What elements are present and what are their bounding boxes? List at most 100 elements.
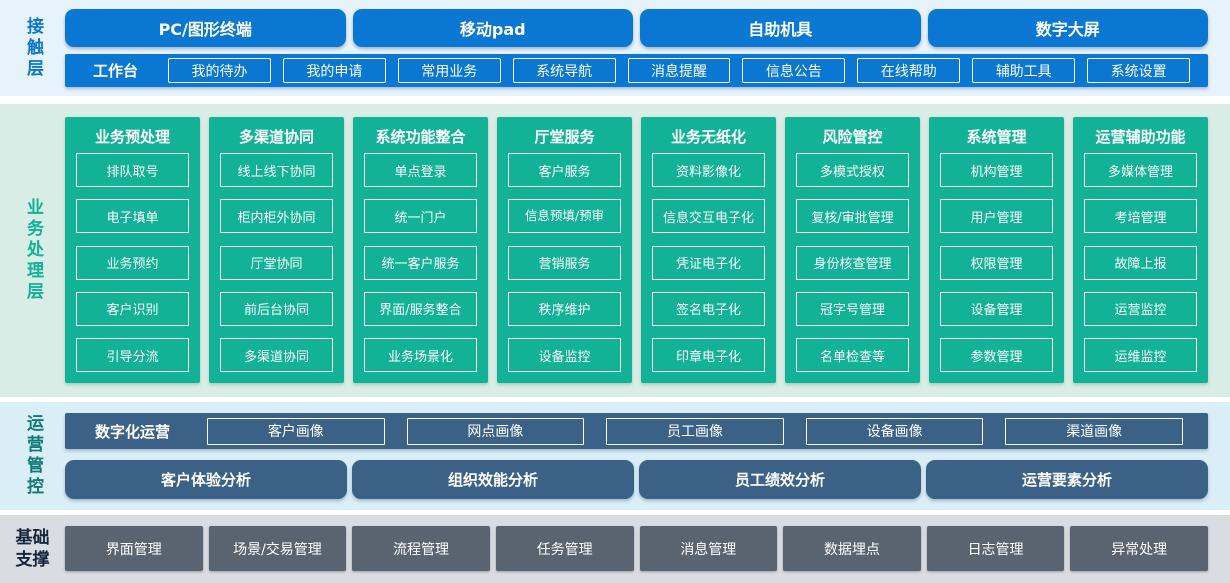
column-title: 系统功能整合 (375, 128, 466, 146)
operations-layer-section: 运营管控 数字化运营 客户画像 网点画像 员工画像 设备画像 渠道画像 客户体验… (0, 402, 1230, 510)
analysis-org-efficiency[interactable]: 组织效能分析 (352, 460, 634, 499)
module-queue-number[interactable]: 排队取号 (76, 153, 189, 187)
base-log-mgmt[interactable]: 日志管理 (926, 526, 1065, 571)
portrait-customer[interactable]: 客户画像 (207, 417, 385, 445)
operations-layer-label-area: 运营管控 (0, 402, 65, 510)
base-row: 界面管理 场景/交易管理 流程管理 任务管理 消息管理 数据埋点 日志管理 异常… (65, 515, 1208, 571)
wb-system-settings[interactable]: 系统设置 (1087, 58, 1191, 83)
base-scene-trade-mgmt[interactable]: 场景/交易管理 (208, 526, 347, 571)
terminal-self-service[interactable]: 自助机具 (640, 9, 921, 47)
wb-my-todo[interactable]: 我的待办 (168, 58, 271, 83)
wb-message-remind[interactable]: 消息提醒 (627, 58, 731, 83)
module-customer-recognition[interactable]: 客户识别 (76, 291, 189, 326)
module-multi-mode-authorization[interactable]: 多模式授权 (796, 153, 909, 187)
module-training-mgmt[interactable]: 考培管理 (1084, 199, 1197, 234)
module-multi-channel-synergy[interactable]: 多渠道协同 (220, 338, 333, 372)
module-e-form[interactable]: 电子填单 (76, 199, 189, 234)
module-unified-customer-service[interactable]: 统一客户服务 (364, 245, 477, 280)
module-hall-synergy[interactable]: 厅堂协同 (220, 245, 333, 280)
column-title: 业务预处理 (94, 128, 170, 146)
terminal-pc-graphic[interactable]: PC/图形终端 (65, 9, 346, 47)
base-data-tracking[interactable]: 数据埋点 (783, 526, 921, 571)
module-device-mgmt[interactable]: 设备管理 (940, 291, 1053, 326)
contact-layer-label-area: 接触层 (0, 0, 65, 96)
portrait-device[interactable]: 设备画像 (805, 417, 984, 445)
module-unified-portal[interactable]: 统一门户 (364, 199, 477, 234)
column-title: 业务无纸化 (670, 128, 746, 146)
base-process-mgmt[interactable]: 流程管理 (352, 526, 490, 571)
module-operation-monitor[interactable]: 运营监控 (1084, 291, 1197, 326)
workbench-label: 工作台 (93, 62, 139, 80)
digital-ops-bar: 数字化运营 客户画像 网点画像 员工画像 设备画像 渠道画像 (65, 413, 1208, 449)
module-guide-diversion[interactable]: 引导分流 (76, 338, 189, 372)
module-business-scenario[interactable]: 业务场景化 (364, 338, 477, 372)
module-marketing-service[interactable]: 营销服务 (508, 245, 621, 280)
column-title: 风险管控 (822, 128, 883, 146)
col-hall-service: 厅堂服务 客户服务 信息预填/预审 营销服务 秩序维护 设备监控 (497, 117, 632, 383)
module-info-prefill-preaudit[interactable]: 信息预填/预审 (508, 199, 621, 234)
base-message-mgmt[interactable]: 消息管理 (639, 526, 778, 571)
col-system-integration: 系统功能整合 单点登录 统一门户 统一客户服务 界面/服务整合 业务场景化 (353, 117, 488, 383)
column-title: 厅堂服务 (534, 128, 595, 146)
base-layer-section: 基础支撑 界面管理 场景/交易管理 流程管理 任务管理 消息管理 数据埋点 日志… (0, 515, 1230, 583)
portrait-channel[interactable]: 渠道画像 (1005, 417, 1183, 445)
portrait-employee[interactable]: 员工画像 (606, 417, 784, 445)
base-ui-mgmt[interactable]: 界面管理 (65, 526, 203, 571)
module-org-mgmt[interactable]: 机构管理 (940, 153, 1053, 187)
module-device-monitor[interactable]: 设备监控 (508, 338, 621, 372)
module-voucher-electronic[interactable]: 凭证电子化 (652, 245, 765, 280)
workbench-bar: 工作台 我的待办 我的申请 常用业务 系统导航 消息提醒 信息公告 在线帮助 辅… (65, 54, 1208, 87)
wb-info-notice[interactable]: 信息公告 (742, 58, 846, 83)
column-title: 系统管理 (966, 128, 1027, 146)
business-layer-section: 业务处理层 业务预处理 排队取号 电子填单 业务预约 客户识别 引导分流 多渠道… (0, 104, 1230, 397)
base-exception-handling[interactable]: 异常处理 (1070, 526, 1208, 571)
module-document-imaging[interactable]: 资料影像化 (652, 153, 765, 187)
base-layer-label: 基础支撑 (15, 527, 50, 570)
wb-my-apply[interactable]: 我的申请 (282, 58, 386, 83)
module-list-check[interactable]: 名单检查等 (796, 338, 909, 372)
contact-layer-label: 接触层 (23, 16, 43, 80)
module-serial-number-mgmt[interactable]: 冠字号管理 (796, 291, 909, 326)
module-multimedia-mgmt[interactable]: 多媒体管理 (1084, 153, 1197, 187)
module-parameter-mgmt[interactable]: 参数管理 (940, 338, 1053, 372)
module-online-offline-synergy[interactable]: 线上线下协同 (220, 153, 333, 187)
col-multi-channel: 多渠道协同 线上线下协同 柜内柜外协同 厅堂协同 前后台协同 多渠道协同 (209, 117, 344, 383)
base-layer-label-area: 基础支撑 (0, 515, 65, 583)
module-user-mgmt[interactable]: 用户管理 (940, 199, 1053, 234)
terminal-mobile-pad[interactable]: 移动pad (352, 9, 633, 47)
terminal-row: PC/图形终端 移动pad 自助机具 数字大屏 (65, 0, 1208, 47)
module-fault-report[interactable]: 故障上报 (1084, 245, 1197, 280)
module-seal-electronic[interactable]: 印章电子化 (652, 338, 765, 372)
analysis-employee-performance[interactable]: 员工绩效分析 (639, 460, 921, 499)
module-info-exchange-electronic[interactable]: 信息交互电子化 (652, 199, 765, 234)
col-ops-aux: 运营辅助功能 多媒体管理 考培管理 故障上报 运营监控 运维监控 (1073, 117, 1208, 383)
terminal-digital-screen[interactable]: 数字大屏 (927, 9, 1208, 47)
col-business-preprocess: 业务预处理 排队取号 电子填单 业务预约 客户识别 引导分流 (65, 117, 200, 383)
wb-aux-tools[interactable]: 辅助工具 (972, 58, 1076, 83)
module-maintenance-monitor[interactable]: 运维监控 (1084, 338, 1197, 372)
module-single-sign-on[interactable]: 单点登录 (364, 153, 477, 187)
column-title: 多渠道协同 (238, 128, 314, 146)
wb-common-business[interactable]: 常用业务 (397, 58, 501, 83)
portrait-branch[interactable]: 网点画像 (406, 417, 585, 445)
business-layer-label: 业务处理层 (23, 198, 43, 303)
module-signature-electronic[interactable]: 签名电子化 (652, 291, 765, 326)
analysis-ops-elements[interactable]: 运营要素分析 (926, 460, 1208, 499)
analysis-customer-experience[interactable]: 客户体验分析 (65, 460, 347, 499)
col-system-mgmt: 系统管理 机构管理 用户管理 权限管理 设备管理 参数管理 (929, 117, 1064, 383)
digital-ops-label: 数字化运营 (95, 422, 171, 441)
module-customer-service[interactable]: 客户服务 (508, 153, 621, 187)
wb-system-nav[interactable]: 系统导航 (512, 58, 616, 83)
module-review-approval-mgmt[interactable]: 复核/审批管理 (796, 199, 909, 234)
module-business-booking[interactable]: 业务预约 (76, 245, 189, 280)
base-task-mgmt[interactable]: 任务管理 (495, 526, 634, 571)
business-columns: 业务预处理 排队取号 电子填单 业务预约 客户识别 引导分流 多渠道协同 线上线… (65, 104, 1208, 383)
module-permission-mgmt[interactable]: 权限管理 (940, 245, 1053, 280)
module-order-maintenance[interactable]: 秩序维护 (508, 291, 621, 326)
module-counter-synergy[interactable]: 柜内柜外协同 (220, 199, 333, 234)
module-front-back-synergy[interactable]: 前后台协同 (220, 291, 333, 326)
module-ui-service-integration[interactable]: 界面/服务整合 (364, 291, 477, 326)
wb-online-help[interactable]: 在线帮助 (857, 58, 961, 83)
analysis-row: 客户体验分析 组织效能分析 员工绩效分析 运营要素分析 (65, 460, 1208, 499)
module-identity-check-mgmt[interactable]: 身份核查管理 (796, 245, 909, 280)
